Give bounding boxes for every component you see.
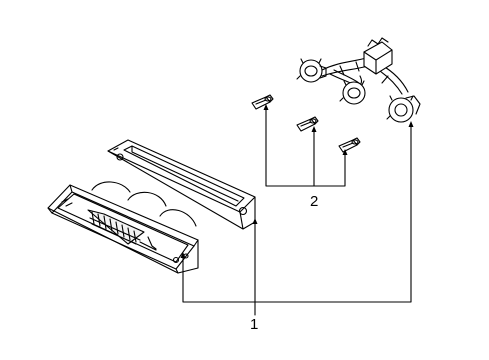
high-mount-lamp-lens [107,139,256,230]
wedge-bulb-right [338,137,361,153]
wedge-bulb-middle [296,116,319,132]
bulb-socket-left [296,58,327,83]
high-mount-lamp-housing [47,181,199,274]
wedge-bulb-top [251,94,274,110]
bulb-socket-right [386,95,421,123]
leader-arrowheads [180,104,414,258]
leader-lines [182,107,412,316]
harness-connector [363,37,393,75]
reflector-grid [87,209,157,251]
bulb-socket-middle [339,80,366,105]
wiring-harness [296,37,421,123]
callout-2-label: 2 [310,193,318,210]
callout-1-label: 1 [250,316,258,333]
